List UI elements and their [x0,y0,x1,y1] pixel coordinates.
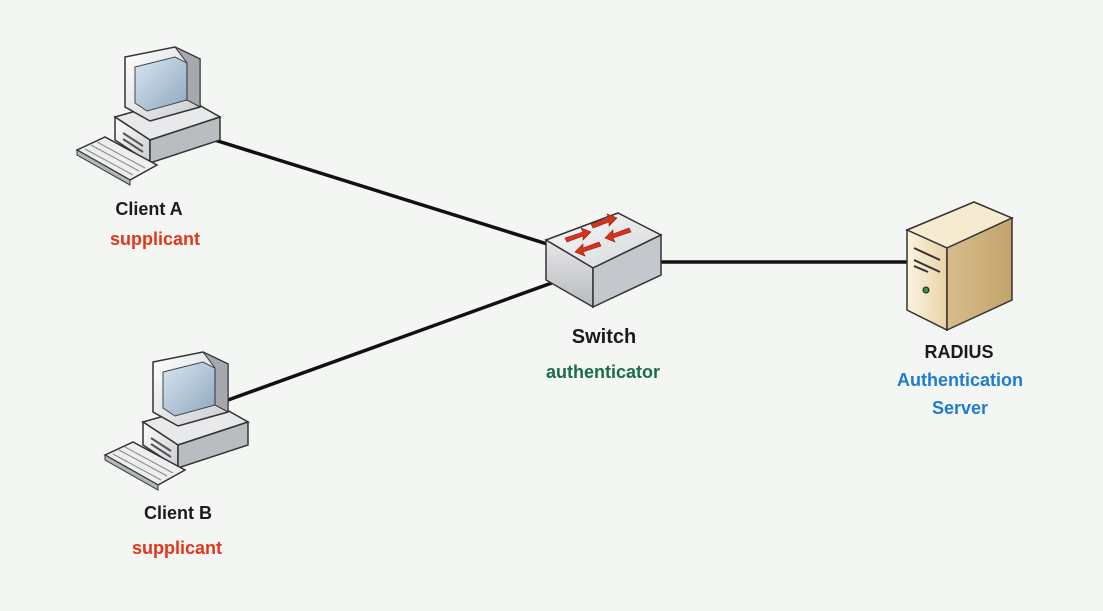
server-icon [905,201,1014,332]
link-client-b-switch [227,278,561,402]
radius-name: RADIUS [924,342,994,362]
client-b-name: Client B [143,503,213,523]
client-a-role: supplicant [109,229,201,249]
client-b-computer-icon [103,351,250,491]
network-switch-icon [544,212,663,309]
client-a-name: Client A [115,199,183,219]
client-b-role: supplicant [131,538,223,558]
switch-name: Switch [571,326,637,348]
link-client-a-switch [204,135,561,250]
switch-role: authenticator [545,362,661,382]
radius-role-line2: Server [931,398,989,418]
radius-role-line1: Authentication [897,370,1023,390]
client-a-computer-icon [75,46,222,186]
